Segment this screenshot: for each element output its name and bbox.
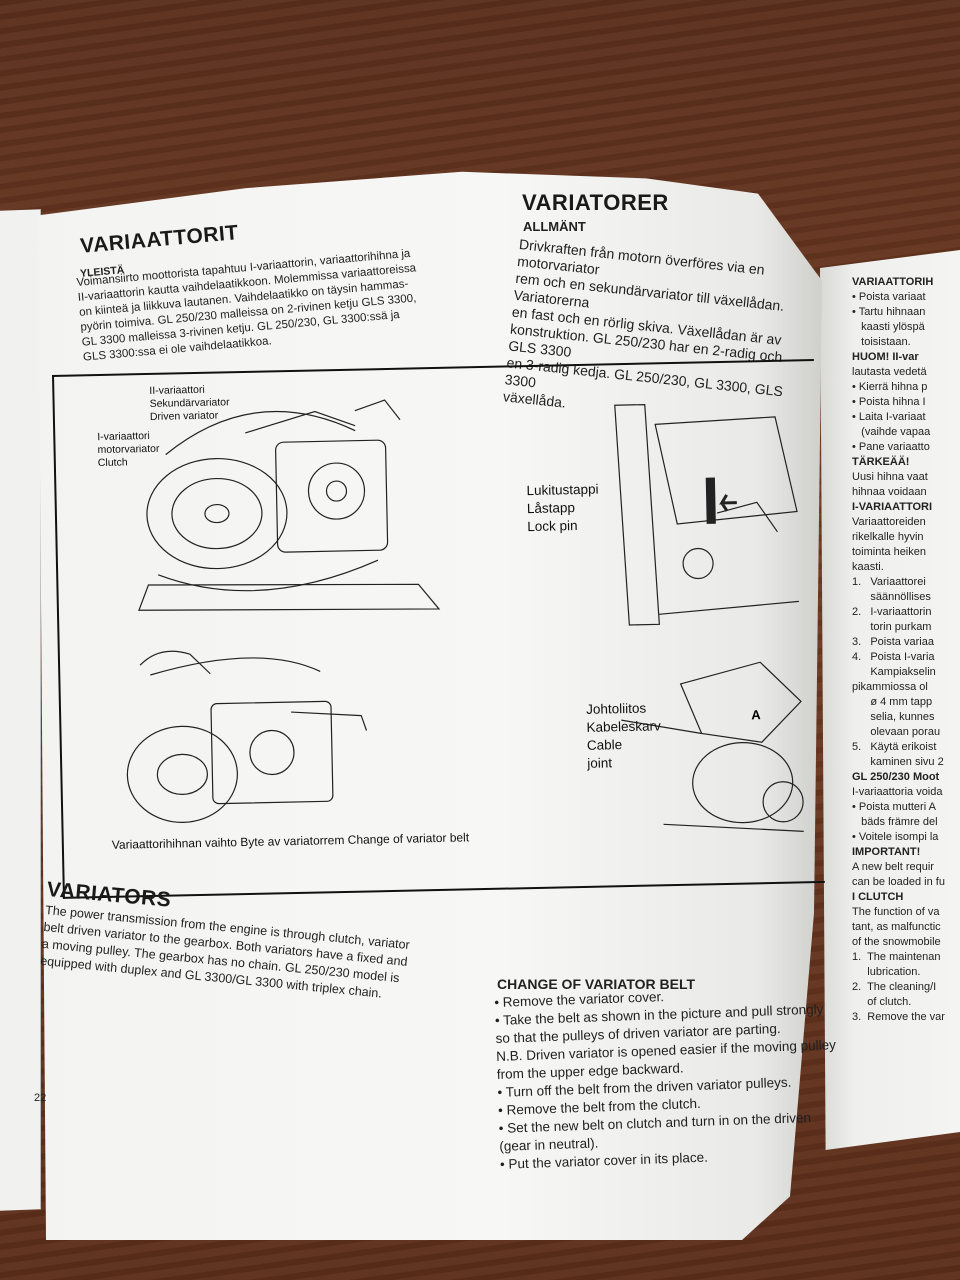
- right-page-line: selia, kunnes: [852, 711, 935, 723]
- label-line: Lukitustappi: [526, 481, 599, 499]
- right-page-line: Kampiakselin: [852, 666, 936, 678]
- right-page-line: 4. Poista I-varia: [852, 651, 935, 663]
- right-page-line: • Kierrä hihna p: [852, 381, 928, 393]
- clutch-drawing: [146, 457, 288, 570]
- finnish-title: VARIAATTORIT: [79, 221, 240, 258]
- change-belt-title: CHANGE OF VARIATOR BELT: [497, 976, 696, 992]
- right-page-line: I CLUTCH: [852, 891, 904, 903]
- label-line: motorvariator: [97, 442, 160, 457]
- right-page-line: tant, as malfunctic: [852, 921, 941, 933]
- right-page-line: kaasti.: [852, 561, 884, 573]
- right-page-line: lubrication.: [852, 966, 921, 978]
- right-page-line: 2. I-variaattorin: [852, 606, 932, 618]
- label-primary-variator: I-variaattori motorvariator Clutch: [97, 430, 160, 470]
- right-page-line: • Poista variaat: [852, 291, 926, 303]
- marker-a: A: [751, 707, 761, 723]
- right-page-line: of clutch.: [852, 996, 912, 1008]
- right-page-line: I-VARIAATTORI: [852, 501, 933, 513]
- right-page-line: toiminta heiken: [852, 546, 926, 558]
- label-line: Lock pin: [527, 518, 578, 535]
- right-page-line: kaminen sivu 2: [852, 756, 944, 768]
- right-page-line: säännöllises: [852, 591, 931, 603]
- label-cable-joint: Johtoliitos Kabeleskarv Cable joint: [586, 699, 662, 773]
- right-page-line: Variaattoreiden: [852, 516, 926, 528]
- right-page-line: • Tartu hihnaan: [852, 306, 926, 318]
- right-page-line: (vaihde vapaa: [852, 426, 931, 438]
- swedish-subtitle: ALLMÄNT: [523, 219, 586, 234]
- right-page-line: A new belt requir: [852, 861, 934, 873]
- right-page-line: The function of va: [852, 906, 940, 918]
- right-page-line: 5. Käytä erikoist: [852, 741, 937, 753]
- label-lock-pin: Lukitustappi Låstapp Lock pin: [526, 481, 599, 536]
- label-line: Driven variator: [149, 409, 219, 423]
- label-line: Kabeleskarv: [586, 718, 661, 735]
- right-page-line: toisistaan.: [852, 336, 911, 348]
- finnish-paragraph: Voimansiirto moottorista tapahtuu I-vari…: [76, 245, 442, 366]
- right-page-line: • Voitele isompi la: [852, 831, 939, 843]
- right-page-line: IMPORTANT!: [852, 846, 921, 858]
- right-page-line: ø 4 mm tapp: [852, 696, 933, 708]
- label-line: joint: [587, 755, 613, 771]
- label-secondary-variator: II-variaattori Sekundärvariator Driven v…: [149, 383, 230, 424]
- right-page-line: bäds främre del: [852, 816, 938, 828]
- right-page-line: kaasti ylöspä: [852, 321, 925, 333]
- right-page-line: rikelkalle hyvin: [852, 531, 924, 543]
- right-page-line: GL 250/230 Moot: [852, 771, 940, 783]
- label-line: Cable: [586, 737, 623, 753]
- right-page-column: VARIAATTORIH • Poista variaat • Tartu hihn…: [852, 275, 960, 1025]
- right-page-line: of the snowmobile: [852, 936, 941, 948]
- right-page-line: I-variaattoria voida: [852, 786, 943, 798]
- label-line: Johtoliitos: [585, 700, 647, 717]
- right-page: [820, 250, 960, 1150]
- english-paragraph: The power transmission from the engine i…: [39, 902, 424, 1006]
- engine-drawings: [126, 399, 804, 832]
- right-page-line: lautasta vedetä: [852, 366, 927, 378]
- cable-joint-drawing: [679, 661, 802, 743]
- right-page-line: olevaan porau: [852, 726, 941, 738]
- right-page-line: 3. Poista variaa: [852, 636, 934, 648]
- main-page: [38, 171, 822, 1240]
- label-line: I-variaattori: [97, 429, 150, 444]
- right-page-line: 3. Remove the var: [852, 1011, 945, 1023]
- swedish-title: VARIATORER: [522, 190, 669, 215]
- right-page-line: • Poista mutteri A: [852, 801, 936, 813]
- right-page-line: 1. Variaattorei: [852, 576, 926, 588]
- right-page-line: • Laita I-variaat: [852, 411, 926, 423]
- right-page-line: • Poista hihna I: [852, 396, 926, 408]
- right-page-line: VARIAATTORIH: [852, 276, 934, 288]
- right-page-line: 1. The maintenan: [852, 951, 941, 963]
- lockpin-drawing: [614, 403, 660, 626]
- change-belt-steps: • Remove the variator cover. • Take the …: [494, 984, 836, 1174]
- illustration-frame: II-variaattori Sekundärvariator Driven v…: [52, 359, 825, 899]
- right-page-line: torin purkam: [852, 621, 932, 633]
- belt-drawing: [150, 657, 321, 676]
- page-number: 22: [34, 1092, 47, 1104]
- label-line: Låstapp: [526, 500, 576, 517]
- right-page-line: Uusi hihna vaat: [852, 471, 928, 483]
- right-page-line: HUOM! II-var: [852, 351, 919, 363]
- right-page-line: can be loaded in fu: [852, 876, 945, 888]
- right-page-line: pikammiossa ol: [852, 681, 928, 693]
- right-page-line: hihnaa voidaan: [852, 486, 927, 498]
- right-page-line: 2. The cleaning/I: [852, 981, 937, 993]
- right-page-line: TÄRKEÄÄ!: [852, 456, 910, 468]
- right-page-line: • Pane variaatto: [852, 441, 930, 453]
- gearbox-drawing: [275, 439, 389, 553]
- label-line: Clutch: [97, 456, 128, 470]
